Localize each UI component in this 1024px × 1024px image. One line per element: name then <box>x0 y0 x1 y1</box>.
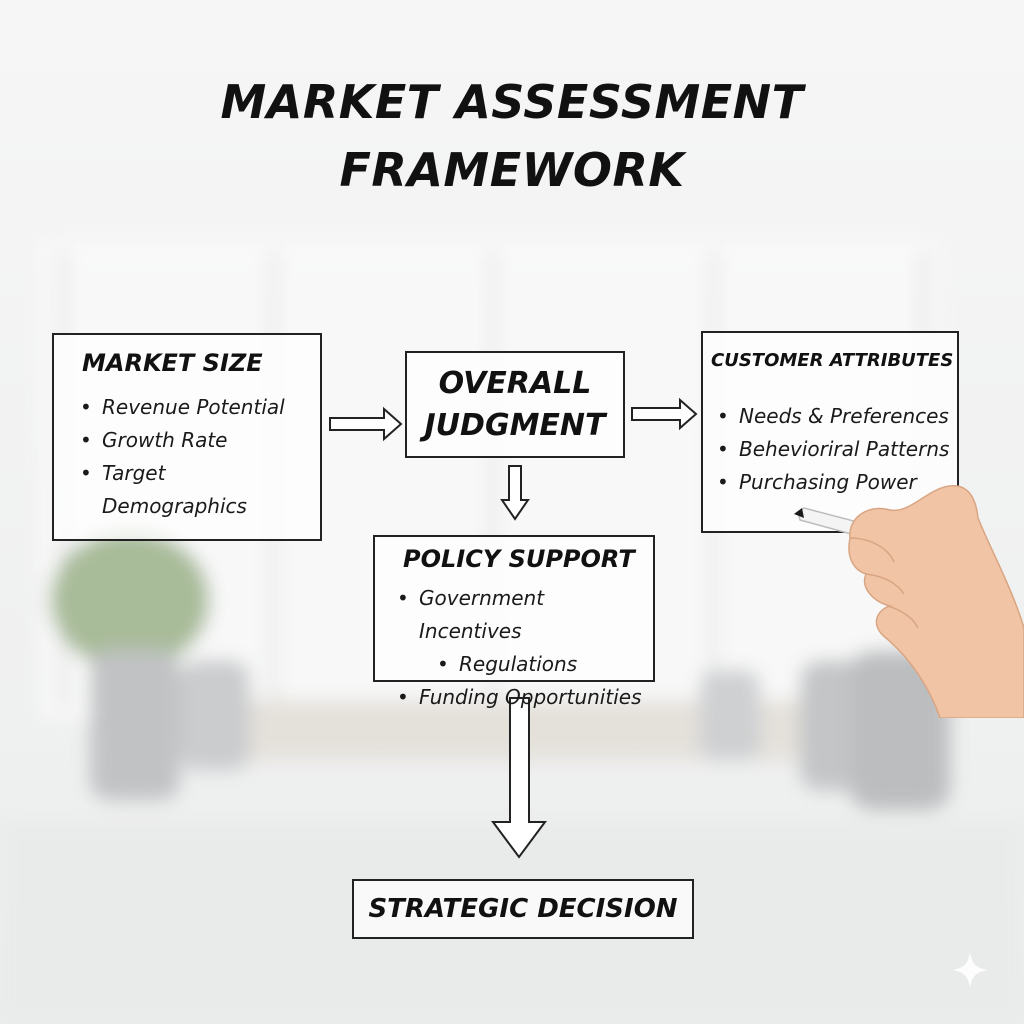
list-item: •Needs & Preferences <box>717 400 954 433</box>
overall-line-2: JUDGMENT <box>424 408 606 443</box>
list-item: •Purchasing Power <box>717 466 954 499</box>
edge-overall-to-customer <box>631 397 698 431</box>
list-item: •Growth Rate <box>80 424 312 457</box>
node-market-size: MARKET SIZE •Revenue Potential •Growth R… <box>52 333 322 541</box>
node-market-size-heading: MARKET SIZE <box>82 349 263 377</box>
list-item: •Behevioriral Patterns <box>717 433 954 466</box>
bullet-icon: • <box>717 404 729 428</box>
node-overall-judgment: OVERALL JUDGMENT <box>405 351 625 458</box>
list-item: •Revenue Potential <box>80 391 312 424</box>
list-item: •Target <box>80 457 312 490</box>
bullet-icon: • <box>717 470 729 494</box>
bullet-icon: • <box>717 437 729 461</box>
node-policy-support-heading: POLICY SUPPORT <box>403 545 635 573</box>
title-line-1: MARKET ASSESSMENT <box>220 75 804 129</box>
node-customer-attributes-list: •Needs & Preferences •Behevioriral Patte… <box>717 400 954 499</box>
bullet-icon: • <box>437 652 449 676</box>
edge-overall-to-policy <box>500 465 530 521</box>
node-policy-support: POLICY SUPPORT •Government Incentives •R… <box>373 535 655 709</box>
bullet-icon: • <box>397 586 409 610</box>
list-item: •Funding Opportunities <box>397 681 649 714</box>
node-customer-attributes: CUSTOMER ATTRIBUTES •Needs & Preferences… <box>701 331 959 533</box>
bullet-icon: • <box>397 685 409 709</box>
node-customer-attributes-heading: CUSTOMER ATTRIBUTES <box>711 350 954 371</box>
node-strategic-decision-label: STRATEGIC DECISION <box>368 894 678 924</box>
node-market-size-list: •Revenue Potential •Growth Rate •Target … <box>80 391 312 523</box>
hand-icon <box>848 485 1024 718</box>
list-item-continuation: Demographics <box>102 494 247 518</box>
bullet-icon: • <box>80 461 92 485</box>
list-item: •Regulations <box>437 648 649 681</box>
overall-line-1: OVERALL <box>438 366 592 401</box>
sparkle-icon <box>952 952 988 988</box>
bullet-icon: • <box>80 395 92 419</box>
bullet-icon: • <box>80 428 92 452</box>
edge-market-to-overall <box>329 406 403 442</box>
diagram-title: MARKET ASSESSMENT FRAMEWORK <box>0 68 1024 204</box>
hand-holding-marker-icon <box>794 485 1024 718</box>
edge-policy-to-strategic <box>491 697 547 859</box>
node-strategic-decision: STRATEGIC DECISION <box>352 879 694 939</box>
list-item: •Government Incentives <box>397 582 649 648</box>
title-line-2: FRAMEWORK <box>339 143 685 197</box>
node-policy-support-list: •Government Incentives •Regulations •Fun… <box>397 582 649 714</box>
node-overall-judgment-label: OVERALL JUDGMENT <box>407 353 623 447</box>
